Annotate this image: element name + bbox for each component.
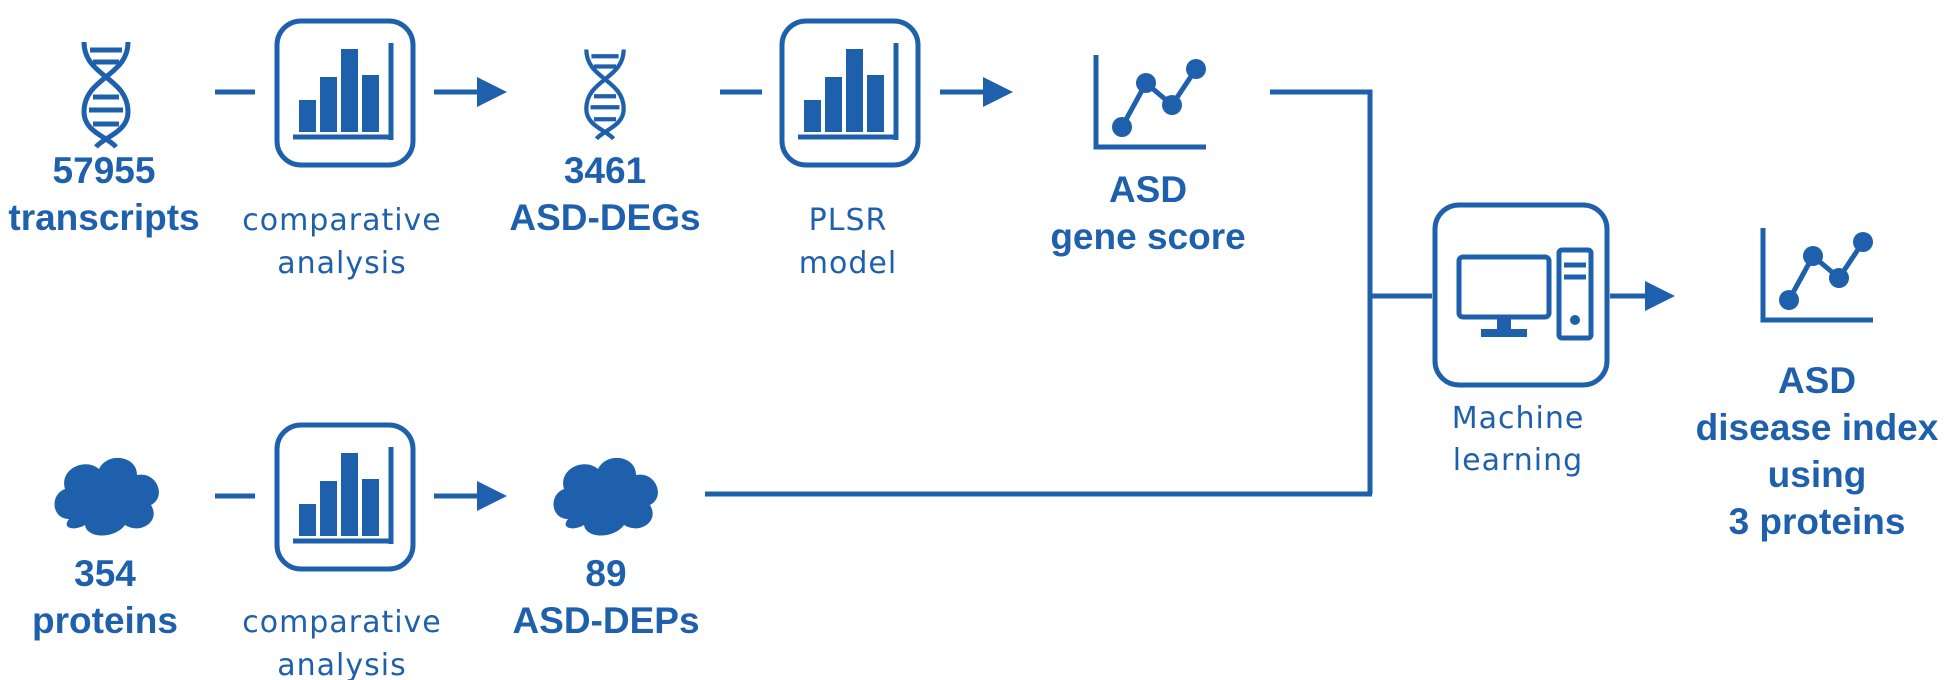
- computer-icon: [1435, 205, 1607, 385]
- bar-chart-icon: [782, 21, 918, 165]
- connector-genescore-to-merge: [1270, 89, 1373, 494]
- proteins-label: proteins: [32, 600, 178, 641]
- dna-icon: [586, 49, 623, 138]
- plsr-label-1: PLSR: [809, 203, 888, 238]
- index-label-3: using: [1768, 454, 1867, 495]
- line-chart-icon: [1096, 55, 1206, 147]
- deps-count: 89: [585, 553, 626, 594]
- index-label-4: 3 proteins: [1729, 501, 1906, 542]
- bar-chart-icon: [277, 21, 413, 165]
- transcripts-count: 57955: [53, 150, 156, 191]
- cloud-icon: [54, 457, 159, 536]
- bar-chart-icon: [277, 425, 413, 569]
- degs-count: 3461: [564, 150, 646, 191]
- cloud-icon: [553, 457, 658, 536]
- dna-icon: [84, 42, 128, 147]
- index-label-2: disease index: [1696, 407, 1939, 448]
- genescore-label-1: ASD: [1109, 169, 1187, 210]
- top-analysis-label-2: analysis: [277, 246, 406, 281]
- ml-label-1: Machine: [1452, 401, 1585, 436]
- ml-label-2: learning: [1453, 443, 1583, 478]
- index-label-1: ASD: [1778, 360, 1856, 401]
- connectors: [215, 77, 1675, 511]
- deps-label: ASD-DEPs: [512, 600, 699, 641]
- degs-label: ASD-DEGs: [509, 197, 700, 238]
- top-analysis-label-1: comparative: [242, 203, 442, 238]
- proteins-count: 354: [74, 553, 136, 594]
- bottom-analysis-label-2: analysis: [277, 648, 406, 680]
- genescore-label-2: gene score: [1050, 216, 1245, 257]
- line-chart-icon: [1763, 228, 1873, 320]
- bottom-analysis-label-1: comparative: [242, 605, 442, 640]
- plsr-label-2: model: [799, 246, 897, 281]
- transcripts-label: transcripts: [8, 197, 199, 238]
